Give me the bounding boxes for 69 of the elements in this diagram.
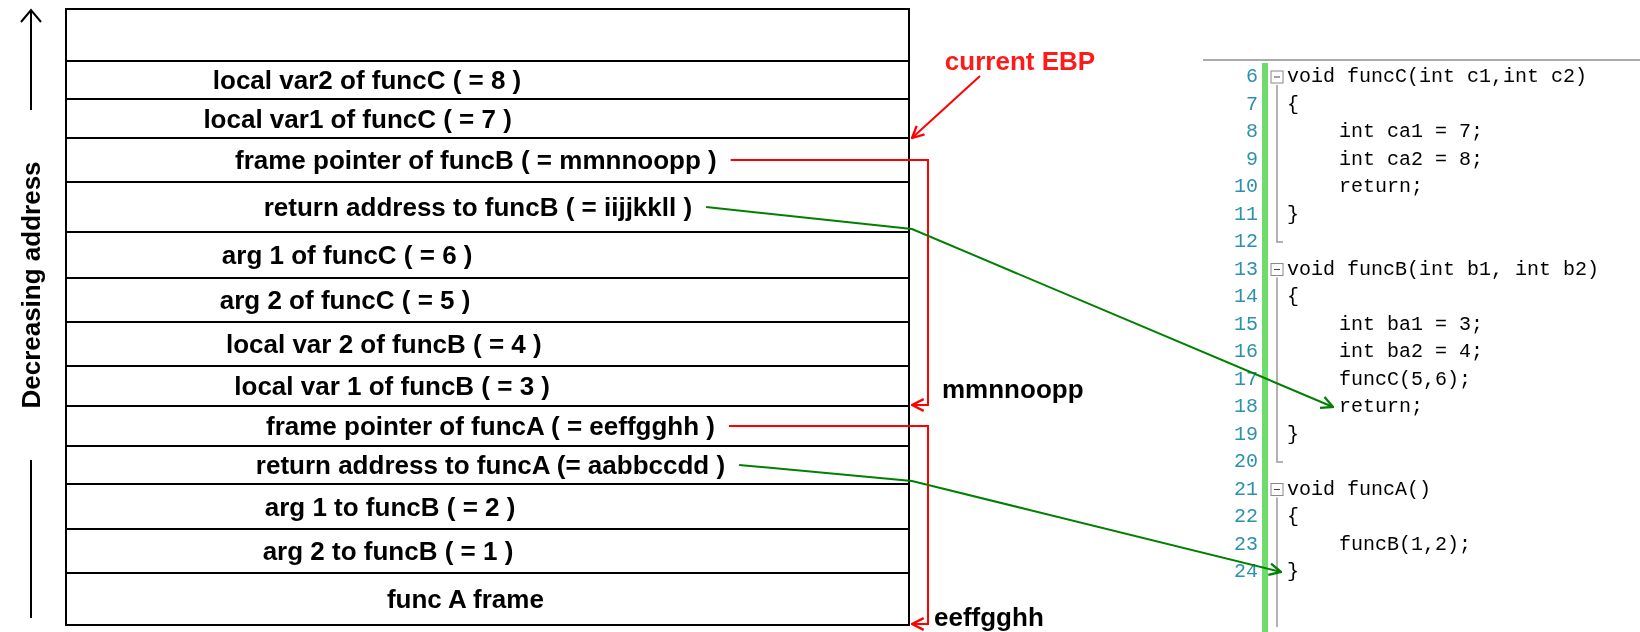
slot-label: arg 2 of funcC ( = 5 )	[219, 287, 471, 313]
stack-slot	[65, 137, 910, 183]
axis-label: Decreasing address	[18, 161, 44, 409]
slot-label: frame pointer of funcB ( = mmnnoopp )	[234, 147, 717, 173]
stack-slot	[65, 321, 910, 367]
address-label: eeffgghh	[934, 604, 1044, 630]
stack-slot	[65, 483, 910, 530]
code-line: int ba2 = 4;	[1339, 339, 1484, 365]
line-number: 10	[1233, 174, 1258, 200]
code-line: {	[1287, 284, 1299, 310]
slot-label: local var2 of funcC ( = 8 )	[212, 67, 522, 93]
code-line: funcC(5,6);	[1339, 366, 1472, 393]
code-line: }	[1287, 201, 1299, 228]
line-number: 7	[1245, 91, 1258, 118]
arrow	[738, 464, 1283, 577]
code-line: return;	[1339, 394, 1423, 420]
slot-label: local var 1 of funcB ( = 3 )	[234, 373, 550, 399]
stack-slot	[65, 98, 910, 139]
address-label: mmnnoopp	[942, 376, 1084, 402]
code-line: void funcC(int c1,int c2)	[1287, 64, 1588, 90]
line-number: 21	[1233, 476, 1258, 503]
register-label: current EBP	[935, 44, 1105, 78]
stack-slot	[65, 8, 910, 62]
stack-slot	[65, 405, 910, 447]
code-line: {	[1287, 91, 1299, 118]
stack-slot	[65, 365, 910, 407]
arrow	[705, 206, 1335, 409]
stack-slot	[65, 528, 910, 574]
line-number: 20	[1233, 449, 1258, 475]
line-number: 18	[1233, 394, 1258, 420]
slot-label: return address to funcB ( = iijjkkll )	[263, 194, 693, 220]
line-number: 12	[1233, 229, 1258, 255]
line-number: 6	[1245, 64, 1258, 90]
line-number: 9	[1245, 146, 1258, 173]
line-number: 15	[1233, 311, 1258, 338]
line-number: 11	[1233, 201, 1258, 228]
code-line: int ca1 = 7;	[1339, 119, 1484, 145]
line-number: 13	[1233, 256, 1258, 283]
code-line: int ba1 = 3;	[1339, 311, 1484, 338]
line-number: 14	[1233, 284, 1258, 310]
line-number: 16	[1233, 339, 1258, 365]
code-line: int ca2 = 8;	[1339, 146, 1484, 173]
slot-label: arg 1 of funcC ( = 6 )	[221, 242, 473, 268]
stack-slot	[65, 60, 910, 100]
code-line: }	[1287, 421, 1299, 448]
code-line: return;	[1339, 174, 1423, 200]
slot-label: return address to funcA (= aabbccdd )	[255, 452, 726, 478]
code-line: {	[1287, 504, 1299, 530]
slot-label: local var 2 of funcB ( = 4 )	[225, 331, 542, 357]
code-line: }	[1287, 559, 1299, 585]
stack-slot	[65, 445, 910, 485]
line-number: 23	[1233, 531, 1258, 558]
stack-slot	[65, 181, 910, 233]
slot-label: arg 2 to funcB ( = 1 )	[262, 538, 514, 564]
code-line: funcB(1,2);	[1339, 531, 1472, 558]
slot-label: local var1 of funcC ( = 7 )	[203, 105, 512, 132]
stack-slot	[65, 277, 910, 323]
slot-label: frame pointer of funcA ( = eeffgghh )	[266, 413, 715, 439]
line-number: 8	[1245, 119, 1258, 145]
slot-label: func A frame	[386, 586, 544, 612]
stack-slot	[65, 231, 910, 279]
line-number: 24	[1233, 559, 1258, 585]
code-line: void funcB(int b1, int b2)	[1287, 256, 1600, 283]
code-line: void funcA()	[1287, 476, 1432, 503]
slot-label: arg 1 to funcB ( = 2 )	[264, 493, 516, 520]
arrow	[910, 75, 981, 140]
line-number: 22	[1233, 504, 1258, 530]
line-number: 19	[1233, 421, 1258, 448]
stack-slot	[65, 572, 910, 626]
